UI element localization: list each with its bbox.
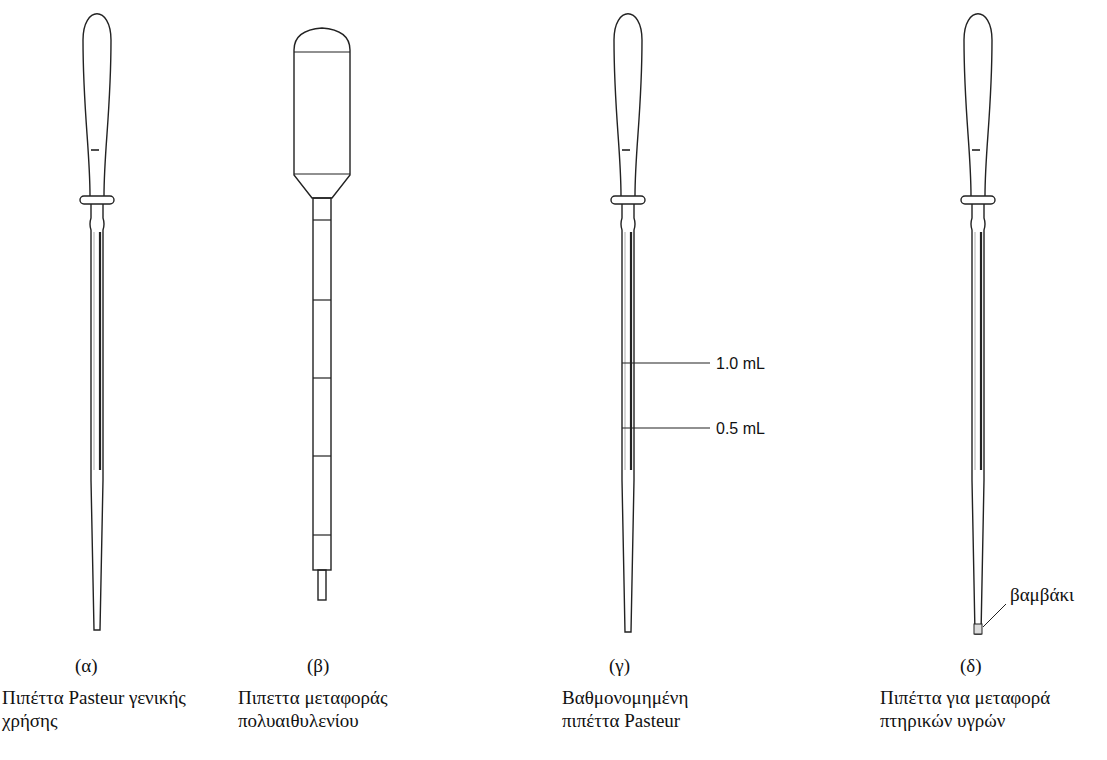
figure-caption: Πιπέττα Pasteur γενικής χρήσης xyxy=(2,686,192,732)
bulb-seam xyxy=(294,51,350,52)
rubber-bulb xyxy=(964,14,992,196)
squeeze-bulb xyxy=(294,28,350,198)
glass-collar xyxy=(961,196,995,204)
part-label: βαμβάκι xyxy=(1010,583,1102,606)
part-label: 1.0 mL xyxy=(716,352,796,375)
figure-letter: (α) xyxy=(75,654,135,677)
glass-edge xyxy=(625,232,626,470)
figure-caption: Πιπέττα για μεταφορά πτηρικών υγρών xyxy=(880,686,1085,732)
graduation-mark xyxy=(313,219,331,220)
bulb-mark xyxy=(622,149,630,151)
glass-collar xyxy=(611,196,645,204)
graduation-mark xyxy=(313,377,331,378)
graduation-mark xyxy=(622,427,710,428)
figure-caption: Πιπεττα μεταφοράς πολυαιθυλενίου xyxy=(238,686,438,732)
graduated-stem xyxy=(313,198,331,570)
pipette-tip xyxy=(318,570,326,600)
bulb-mark xyxy=(972,149,980,151)
bulb-seam xyxy=(294,173,350,174)
glass-stem xyxy=(971,204,985,634)
rubber-bulb xyxy=(83,14,111,196)
glass-stem xyxy=(621,204,635,632)
graduation-mark xyxy=(313,455,331,456)
graduation-mark xyxy=(313,534,331,535)
rubber-bulb xyxy=(614,14,642,196)
cotton-plug xyxy=(974,624,982,634)
graduation-mark xyxy=(313,299,331,300)
glass-edge xyxy=(94,232,95,470)
glass-highlight xyxy=(630,232,632,470)
part-label: 0.5 mL xyxy=(716,417,796,440)
bulb-mark xyxy=(91,149,99,151)
leader-line xyxy=(983,604,1006,627)
glass-collar xyxy=(80,196,114,204)
figure-letter: (γ) xyxy=(609,654,669,677)
glass-highlight xyxy=(980,232,982,470)
figure-caption: Βαθμονομημένη πιπέττα Pasteur xyxy=(562,686,722,732)
glass-stem xyxy=(90,204,104,630)
figure-letter: (β) xyxy=(307,654,367,677)
glass-edge xyxy=(975,232,976,470)
figure-letter: (δ) xyxy=(960,654,1020,677)
glass-highlight xyxy=(99,232,101,470)
graduation-mark xyxy=(622,362,710,363)
